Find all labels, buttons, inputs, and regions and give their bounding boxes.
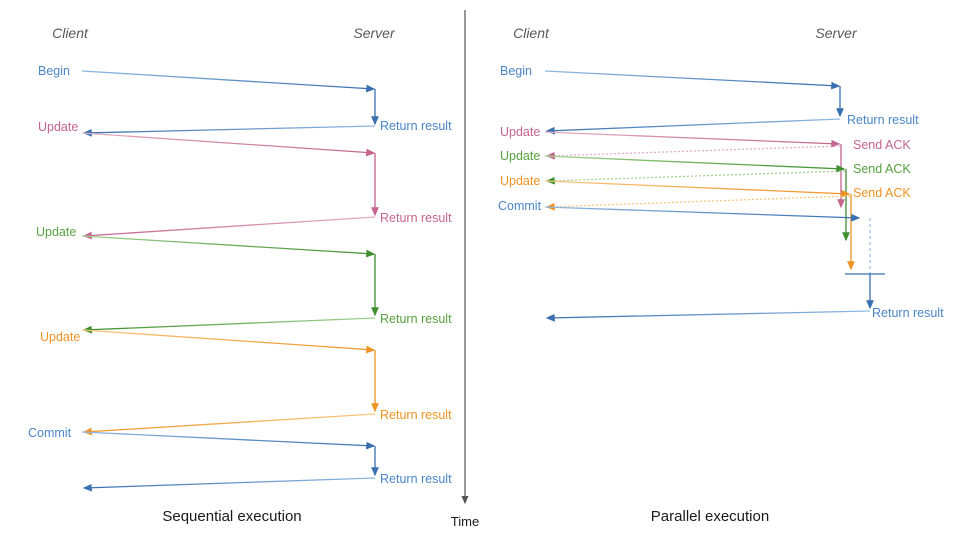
message-update-orange-sequential: Update <box>40 329 376 354</box>
label-begin-parallel: Begin <box>500 64 532 78</box>
arrow-update-pink-request-parallel <box>544 131 841 148</box>
label-begin: Begin <box>38 64 70 78</box>
message-ack-green: Send ACK <box>545 162 911 185</box>
message-return-1-sequential: Return result <box>82 119 452 137</box>
arrow-update-orange-request-parallel <box>544 180 851 198</box>
message-ack-pink: Send ACK <box>545 138 911 160</box>
arrow-update-green-request <box>81 235 376 258</box>
arrow-return-final-parallel <box>545 310 871 322</box>
label-return-5: Return result <box>380 472 452 486</box>
arrow-return-5 <box>82 477 376 492</box>
label-update-green: Update <box>36 225 76 239</box>
arrow-begin-request <box>81 70 376 93</box>
server-header-parallel: Server <box>815 25 858 41</box>
time-axis: Time <box>451 10 479 529</box>
panel-parallel: Client Server Begin Return result Update… <box>498 25 944 525</box>
arrow-return-1 <box>82 125 376 137</box>
arrow-update-green-request-parallel <box>544 155 846 173</box>
arrow-return-4 <box>82 413 376 436</box>
label-update-pink-parallel: Update <box>500 125 540 139</box>
client-header-parallel: Client <box>513 25 550 41</box>
arrow-return-1-parallel <box>545 118 841 135</box>
message-return-5-sequential: Return result <box>82 472 452 492</box>
label-return-1: Return result <box>380 119 452 133</box>
panel-sequential: Client Server Begin Return result Update <box>28 25 452 525</box>
arrow-ack-green <box>545 170 846 185</box>
arrow-return-3 <box>82 317 376 334</box>
server-header-sequential: Server <box>353 25 396 41</box>
label-return-4: Return result <box>380 408 452 422</box>
label-return-final-parallel: Return result <box>872 306 944 320</box>
label-return-2: Return result <box>380 211 452 225</box>
arrow-commit-request-parallel <box>544 206 861 222</box>
message-update-pink-parallel: Update <box>500 125 841 148</box>
label-update-green-parallel: Update <box>500 149 540 163</box>
time-axis-label: Time <box>451 514 479 529</box>
message-commit-parallel: Commit <box>498 199 861 222</box>
message-update-green-sequential: Update <box>36 225 376 258</box>
message-begin-parallel: Begin <box>500 64 841 90</box>
message-update-green-parallel: Update <box>500 149 846 173</box>
message-return-1-parallel: Return result <box>545 113 919 135</box>
message-update-pink-sequential: Update <box>38 120 376 157</box>
label-ack-pink: Send ACK <box>853 138 911 152</box>
arrow-update-pink-request <box>81 132 376 157</box>
label-return-1-parallel: Return result <box>847 113 919 127</box>
label-ack-green: Send ACK <box>853 162 911 176</box>
caption-parallel: Parallel execution <box>651 508 769 525</box>
caption-sequential: Sequential execution <box>162 508 301 525</box>
arrow-update-orange-request <box>81 329 376 354</box>
label-update-orange-parallel: Update <box>500 174 540 188</box>
message-return-4-sequential: Return result <box>82 408 452 436</box>
message-update-orange-parallel: Update <box>500 174 851 198</box>
message-return-3-sequential: Return result <box>82 312 452 334</box>
arrow-commit-request <box>81 431 376 450</box>
label-commit-parallel: Commit <box>498 199 542 213</box>
arrow-begin-request-parallel <box>544 70 841 90</box>
client-header-sequential: Client <box>52 25 89 41</box>
arrow-ack-pink <box>545 145 841 160</box>
message-ack-orange: Send ACK <box>545 186 911 211</box>
message-return-final-parallel: Return result <box>545 306 944 322</box>
message-commit-sequential: Commit <box>28 426 376 450</box>
label-update-orange: Update <box>40 330 80 344</box>
message-begin-sequential: Begin <box>38 64 376 93</box>
label-update-pink: Update <box>38 120 78 134</box>
label-commit: Commit <box>28 426 72 440</box>
label-return-3: Return result <box>380 312 452 326</box>
arrow-ack-orange <box>545 195 851 211</box>
label-ack-orange: Send ACK <box>853 186 911 200</box>
message-return-2-sequential: Return result <box>82 211 452 240</box>
arrow-return-2 <box>82 216 376 240</box>
